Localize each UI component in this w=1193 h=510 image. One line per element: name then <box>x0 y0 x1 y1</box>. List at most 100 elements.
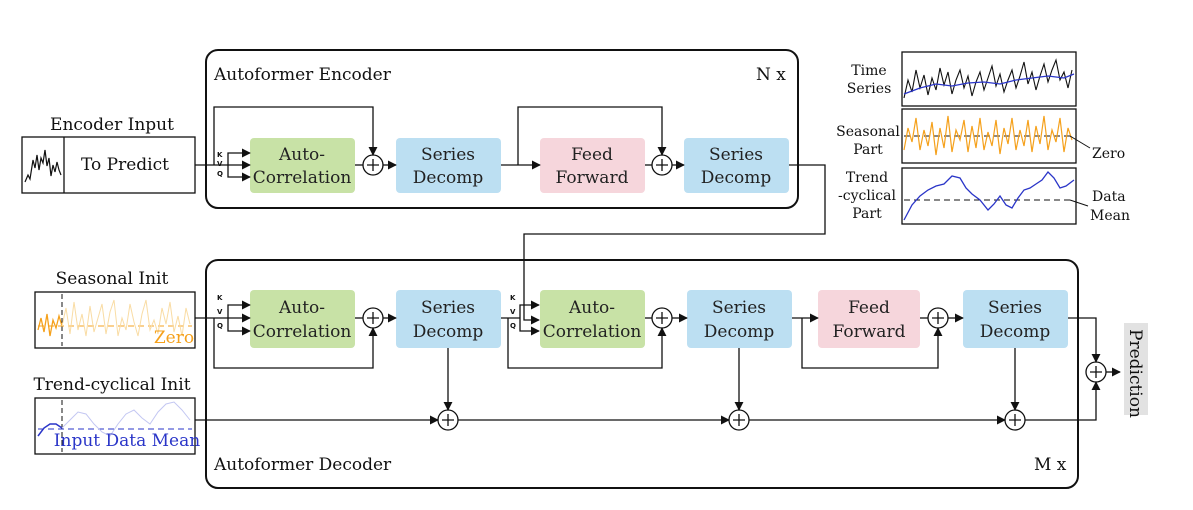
block-label-bottom: Correlation <box>253 168 352 188</box>
prediction-label: Prediction <box>1124 323 1148 418</box>
decoder-autocorrelation-1: Auto- Correlation <box>250 290 355 348</box>
output-add <box>1085 361 1107 383</box>
block-label-top: Auto- <box>278 298 325 318</box>
block-label-top: Series <box>988 298 1042 318</box>
q-label: Q <box>217 322 223 330</box>
block-label-top: Feed <box>571 145 613 165</box>
block-label-top: Series <box>421 298 475 318</box>
encoder-feed-forward: Feed Forward <box>540 138 645 193</box>
seasonal-init-box: Zero <box>34 291 196 349</box>
encoder-series-decomp-1: Series Decomp <box>396 138 501 193</box>
trend-history <box>37 423 63 437</box>
to-predict-label: To Predict <box>81 155 169 175</box>
legend-cyclical-label: -cyclical <box>838 188 896 204</box>
seasonal-to-output <box>1068 317 1101 363</box>
decoder-repeat: M x <box>1034 455 1067 475</box>
q-label: Q <box>510 322 516 330</box>
decoder-kvq-1: K V Q <box>217 294 223 330</box>
k-label: K <box>217 294 223 302</box>
k-label: K <box>217 151 223 159</box>
feed-bg <box>540 138 645 193</box>
decoder-title: Autoformer Decoder <box>213 455 392 475</box>
mean-pointer <box>1069 199 1089 207</box>
autocorr-bg <box>250 138 355 193</box>
legend-time-series-black <box>903 58 1073 99</box>
trend-mean-text: Input Data Mean <box>54 431 200 451</box>
legend-data-text: Data <box>1092 189 1126 205</box>
legend-part-label: Part <box>853 142 883 158</box>
zero-pointer <box>1069 135 1091 149</box>
encoder-series-decomp-2: Series Decomp <box>684 138 789 193</box>
decoder-series-decomp-1: Series Decomp <box>396 290 501 348</box>
legend-seasonal-series <box>903 115 1073 156</box>
encoder-title: Autoformer Encoder <box>213 65 392 85</box>
trend-init-label: Trend-cyclical Init <box>33 375 190 395</box>
trend-add-2 <box>728 409 750 431</box>
encoder-residual-2 <box>517 106 667 165</box>
legend-series-label: Series <box>847 81 892 97</box>
legend-trend-label: Trend <box>846 170 888 186</box>
decomp-bg <box>684 138 789 193</box>
encoder-input-label: Encoder Input <box>50 115 174 135</box>
decoder-residual-2 <box>507 318 667 369</box>
trend-init-box: Input Data Mean <box>34 397 200 455</box>
block-label-bottom: Forward <box>556 168 629 188</box>
autocorr-bg <box>250 290 355 348</box>
block-label-bottom: Forward <box>833 322 906 342</box>
trend-add-3 <box>1004 409 1026 431</box>
legend-time-series-box <box>901 51 1077 107</box>
block-label-top: Feed <box>848 298 890 318</box>
block-label-bottom: Decomp <box>701 168 772 188</box>
legend-trend-part-label: Part <box>852 206 882 222</box>
encoder-kvq: K V Q <box>217 151 223 178</box>
legend-mean-text: Mean <box>1090 208 1130 224</box>
decoder-residual-1 <box>213 318 378 369</box>
decomp-bg <box>963 290 1068 348</box>
v-label: V <box>217 308 223 316</box>
legend-trend-series <box>903 171 1075 221</box>
v-label: V <box>510 308 516 316</box>
feed-bg <box>818 290 920 348</box>
decomp-bg <box>396 290 501 348</box>
trend-add-1 <box>437 409 459 431</box>
legend-trend-box <box>901 167 1077 225</box>
block-label-bottom: Correlation <box>543 322 642 342</box>
block-label-top: Auto- <box>568 298 615 318</box>
decoder-add-2 <box>651 307 673 329</box>
legend-time-series-blue <box>903 73 1075 95</box>
seasonal-init-label: Seasonal Init <box>56 269 169 289</box>
decoder-add-3 <box>927 307 949 329</box>
encoder-add-2 <box>651 154 673 176</box>
block-label-bottom: Decomp <box>704 322 775 342</box>
block-label-top: Series <box>712 298 766 318</box>
seasonal-zero-text: Zero <box>154 328 194 348</box>
decoder-add-1 <box>362 307 384 329</box>
encoder-residual-1 <box>213 106 378 165</box>
q-arrow <box>227 165 251 182</box>
decoder-residual-3 <box>801 318 943 369</box>
decoder-autocorrelation-2: Auto- Correlation <box>540 290 645 348</box>
decoder-feed-forward: Feed Forward <box>818 290 920 348</box>
block-label-bottom: Decomp <box>413 168 484 188</box>
block-label-top: Series <box>421 145 475 165</box>
legend-seasonal-label: Seasonal <box>836 124 900 140</box>
q-arrow <box>227 318 251 336</box>
legend-zero-text: Zero <box>1092 146 1125 162</box>
encoder-input-series <box>24 149 62 183</box>
block-label-bottom: Correlation <box>253 322 352 342</box>
decoder-kvq-2: K V Q <box>510 294 516 330</box>
prediction-bg <box>1124 323 1148 415</box>
decomp-bg <box>687 290 792 348</box>
cross-k-arrow <box>519 300 540 318</box>
decoder-series-decomp-3: Series Decomp <box>963 290 1068 348</box>
encoder-repeat: N x <box>756 65 786 85</box>
q-label: Q <box>217 170 223 178</box>
seasonal-faded <box>61 299 191 337</box>
encoder-autocorrelation-block: Auto- Correlation <box>250 138 355 193</box>
k-arrow <box>227 148 251 165</box>
decomp-bg <box>396 138 501 193</box>
block-label-bottom: Decomp <box>413 322 484 342</box>
k-label: K <box>510 294 516 302</box>
encoder-to-decoder <box>523 164 826 325</box>
